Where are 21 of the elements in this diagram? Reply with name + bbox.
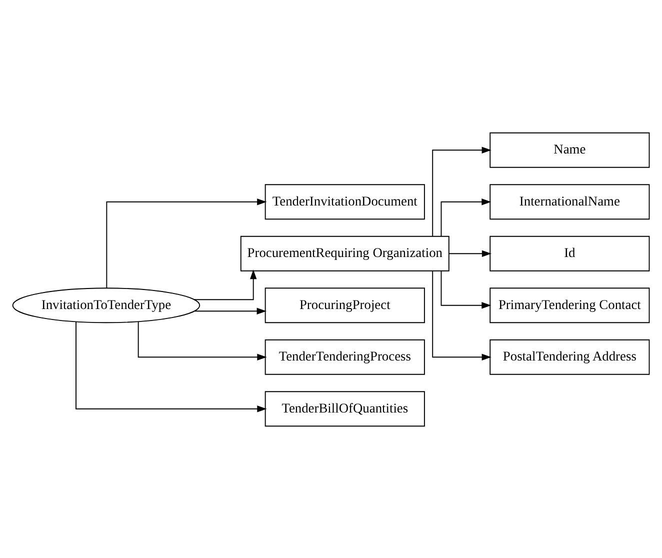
node-box: TenderInvitationDocument bbox=[264, 184, 425, 220]
node-box: InternationalName bbox=[490, 184, 650, 220]
arrow bbox=[432, 146, 492, 236]
arrow bbox=[194, 307, 266, 314]
node-box: PrimaryTendering Contact bbox=[490, 287, 650, 323]
arrow bbox=[138, 320, 267, 360]
arrow bbox=[448, 250, 492, 256]
node-box: ProcuringProject bbox=[264, 287, 425, 323]
node-box: TenderBillOfQuantities bbox=[264, 390, 425, 426]
arrow bbox=[432, 270, 492, 360]
arrow bbox=[440, 270, 492, 308]
node-ellipse: InvitationToTenderType bbox=[12, 287, 200, 323]
arrow bbox=[440, 198, 492, 236]
node-box: ProcurementRequiring Organization bbox=[240, 235, 450, 271]
arrow bbox=[194, 269, 257, 300]
arrow bbox=[106, 198, 267, 288]
arrow bbox=[76, 321, 267, 412]
node-box: PostalTendering Address bbox=[490, 338, 650, 374]
node-box: TenderTenderingProcess bbox=[264, 338, 425, 374]
node-box: Name bbox=[490, 132, 650, 168]
node-box: Id bbox=[490, 235, 650, 271]
